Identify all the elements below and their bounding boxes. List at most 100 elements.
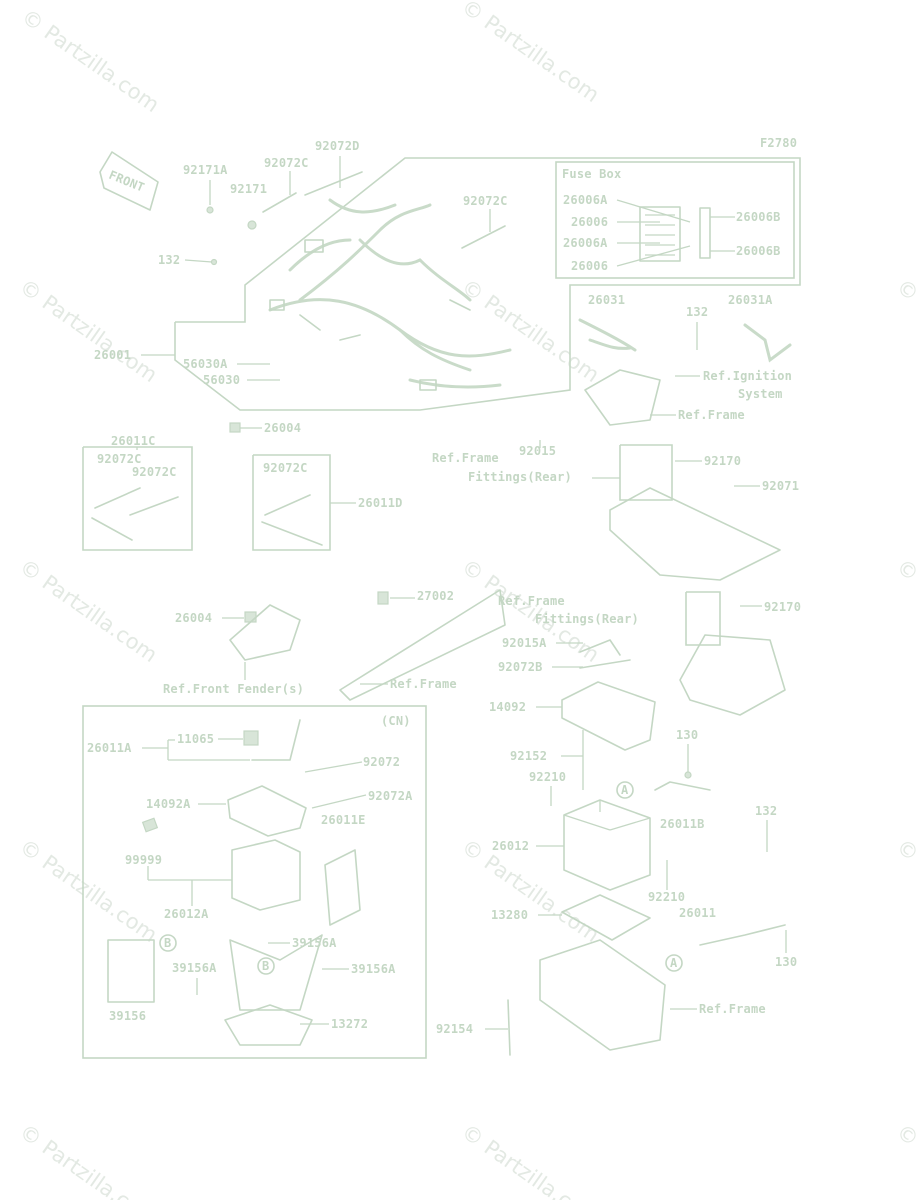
callout-label: 92015	[519, 444, 556, 458]
callout-label: Ref.Ignition	[703, 369, 792, 383]
callout-label: 132	[158, 253, 180, 267]
callout-label: 130	[775, 955, 797, 969]
callout-label: 39156	[109, 1009, 146, 1023]
cable-tie-icon	[94, 487, 141, 509]
fuse-box-icon	[639, 206, 711, 262]
callout-label: 26011D	[358, 496, 403, 510]
callout-label: 92210	[648, 890, 685, 904]
callout-label: Fittings(Rear)	[468, 470, 572, 484]
cable-tie-icon	[261, 521, 323, 546]
watermark: © Partzilla.com	[17, 4, 164, 117]
fuse-box-frame	[555, 161, 795, 279]
battery-case-icon	[561, 681, 656, 751]
callout-label: 92072D	[315, 139, 360, 153]
frame-cradle-icon	[539, 939, 666, 1051]
callout-label: 11065	[177, 732, 214, 746]
front-fender-icon	[229, 604, 301, 661]
watermark: © Partzilla.com	[892, 554, 917, 667]
callout-label: 26011	[679, 906, 716, 920]
strap-icon	[324, 849, 361, 926]
fittings-group-outline	[619, 444, 673, 501]
watermark: © Partzilla.com	[892, 1119, 917, 1200]
sub-harness-icon	[578, 318, 792, 363]
harness-group-outline	[174, 157, 801, 411]
callout-label: 92210	[529, 770, 566, 784]
cable-tie-icon	[304, 171, 363, 196]
callout-label: 92170	[704, 454, 741, 468]
callout-label: 26006B	[736, 244, 781, 258]
fuse-icon	[243, 730, 259, 746]
bracket-icon	[579, 639, 621, 656]
bolt-rod-icon	[507, 999, 511, 1056]
callout-label: 39156A	[172, 961, 217, 975]
watermark: © Partzilla.com	[457, 274, 604, 387]
callout-label: 92154	[436, 1022, 473, 1036]
kit-26011d-outline	[252, 454, 331, 551]
watermark: © Partzilla.com	[892, 274, 917, 387]
callout-label: 26006A	[563, 236, 608, 250]
callout-label: 92072A	[368, 789, 413, 803]
watermark: © Partzilla.com	[15, 834, 162, 947]
tray-plate-icon	[224, 1004, 313, 1046]
callout-label: 27002	[417, 589, 454, 603]
callout-label: 26011E	[321, 813, 366, 827]
callout-label: 92170	[764, 600, 801, 614]
callout-label: 13280	[491, 908, 528, 922]
callout-label: B	[262, 959, 269, 973]
cable-tie-icon	[129, 496, 179, 516]
callout-label: A	[621, 783, 629, 797]
callout-label: 26031	[588, 293, 625, 307]
marker-a: A	[616, 781, 634, 799]
callout-label: 26006B	[736, 210, 781, 224]
callout-label: Ref.Frame	[678, 408, 745, 422]
decal-icon	[141, 817, 159, 833]
battery-tray-icon	[229, 934, 323, 1011]
callout-label: 26031A	[728, 293, 773, 307]
front-arrow-icon: FRONT	[99, 151, 159, 211]
callout-label: 13272	[331, 1017, 368, 1031]
bolt-icon	[210, 258, 218, 266]
fittings-group-outline	[685, 591, 721, 646]
callout-label: FRONT	[107, 168, 147, 195]
watermark: © Partzilla.com	[15, 1119, 162, 1200]
relay-icon	[244, 611, 257, 623]
callout-label: 92171	[230, 182, 267, 196]
callout-label: 14092A	[146, 797, 191, 811]
callout-label: 92072C	[132, 465, 177, 479]
strap-icon	[579, 659, 631, 669]
bolt-icon	[684, 771, 692, 779]
fuse-box-title: Fuse Box	[562, 167, 621, 181]
callout-label: 92071	[762, 479, 799, 493]
callout-label: 92072C	[264, 156, 309, 170]
ground-lead-icon	[699, 924, 786, 946]
callout-label: 26006	[571, 259, 608, 273]
callout-label: 92072C	[97, 452, 142, 466]
callout-label: 132	[755, 804, 777, 818]
cable-tie-icon	[262, 192, 297, 213]
kit-26011c-outline	[82, 446, 193, 551]
watermark: © Partzilla.com	[457, 0, 604, 107]
terminal-cover-icon	[654, 781, 711, 791]
callout-label: A	[670, 956, 678, 970]
watermark: © Partzilla.com	[457, 1119, 604, 1200]
callout-label: (CN)	[381, 714, 411, 728]
callout-label: 26006	[571, 215, 608, 229]
rear-fitting-plate-icon	[679, 634, 786, 716]
callout-label: 132	[686, 305, 708, 319]
clip-icon	[247, 220, 257, 230]
marker-b: B	[257, 957, 275, 975]
callout-label: B	[164, 936, 171, 950]
watermark: © Partzilla.com	[457, 554, 604, 667]
callout-label: 14092	[489, 700, 526, 714]
battery-icon	[231, 839, 301, 911]
callout-label: 26012A	[164, 907, 209, 921]
callout-label: 92072	[363, 755, 400, 769]
callout-label: Fittings(Rear)	[535, 612, 639, 626]
harness-lead-icon	[251, 719, 301, 761]
callout-label: 92072C	[263, 461, 308, 475]
callout-label: 130	[676, 728, 698, 742]
clip-icon	[206, 206, 214, 214]
callout-label: 92152	[510, 749, 547, 763]
